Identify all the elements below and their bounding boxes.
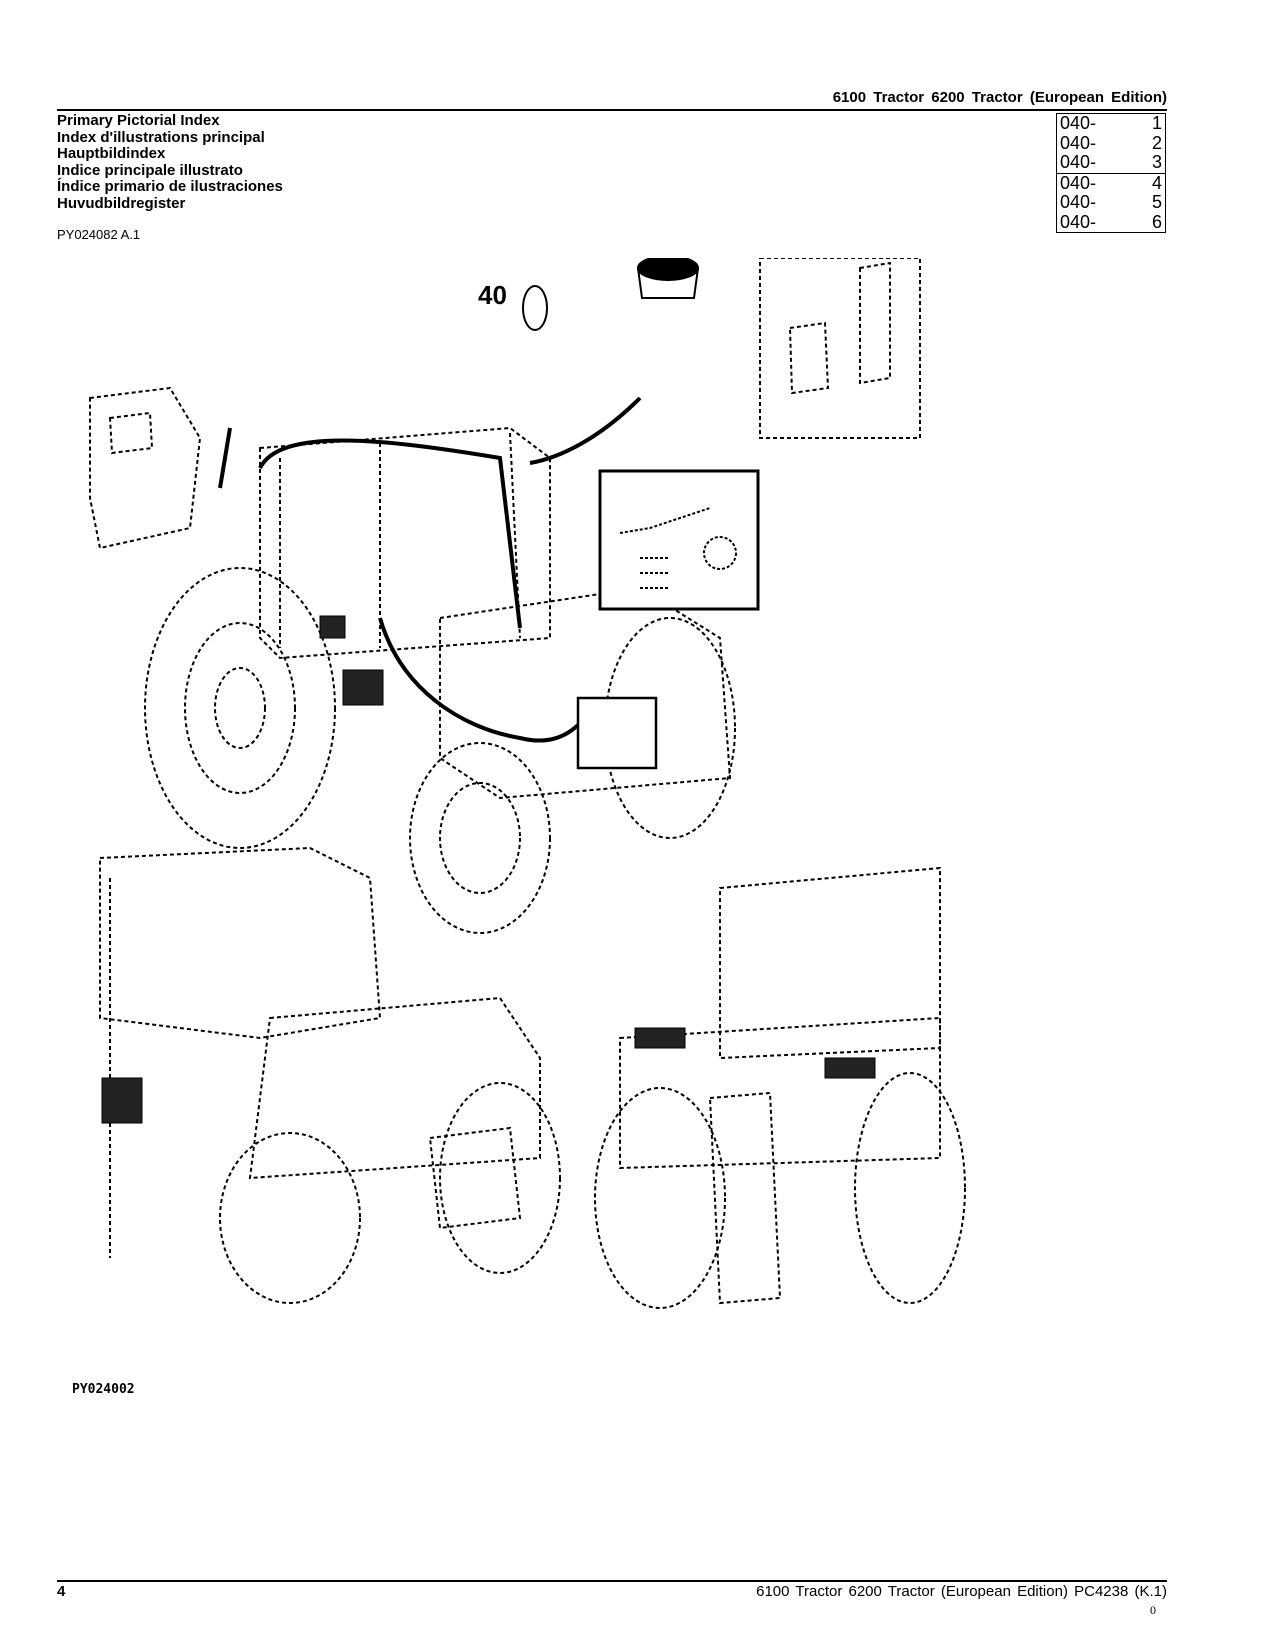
index-ref-number: 6 — [1135, 212, 1166, 233]
title-french: Index d'illustrations principal — [57, 128, 265, 146]
index-ref-prefix: 040- — [1056, 133, 1135, 153]
rear-view-tractor-drawing — [594, 866, 966, 1309]
index-titles: Primary Pictorial Index Index d'illustra… — [57, 112, 283, 212]
index-ref-number: 3 — [1135, 153, 1166, 174]
index-ref-number: 1 — [1135, 113, 1166, 134]
title-german: Hauptbildindex — [57, 145, 166, 162]
title-english: Primary Pictorial Index — [57, 112, 220, 129]
index-ref-number: 4 — [1135, 172, 1166, 193]
index-ref-prefix: 040- — [1056, 212, 1135, 233]
work-light-block — [824, 1057, 876, 1079]
title-spanish: Índice primario de ilustraciones — [57, 178, 283, 195]
control-panel-detail — [89, 386, 202, 550]
connector-kit-inset — [598, 469, 760, 611]
footer-mark: 0 — [1150, 1603, 1156, 1617]
index-ref-prefix: 040- — [1056, 113, 1135, 134]
work-light-block — [634, 1027, 686, 1049]
title-italian: Indice principale illustrato — [57, 161, 243, 179]
figure-number: 40 — [478, 280, 507, 310]
beacon-light-drawing — [522, 258, 699, 331]
figure-id: PY024002 — [72, 1382, 135, 1397]
relay-block — [319, 615, 346, 639]
battery-icon — [576, 696, 658, 770]
page-number: 4 — [57, 1583, 66, 1600]
index-ref-row[interactable]: 040-2 — [1056, 133, 1166, 153]
index-reference-box: 040-1 040-2 040-3 040-4 040-5 040-6 — [1056, 113, 1166, 243]
header-divider — [57, 109, 1167, 111]
fuse-box-block — [101, 1077, 143, 1124]
front-view-tractor-drawing — [99, 846, 561, 1304]
inset-detail-drawing — [759, 258, 921, 439]
main-tractor-drawing — [144, 426, 736, 934]
index-ref-prefix: 040- — [1056, 153, 1135, 174]
index-ref-prefix: 040- — [1056, 193, 1135, 213]
document-id: PY024082 A.1 — [57, 227, 141, 242]
index-ref-prefix: 040- — [1056, 172, 1135, 193]
footer-text: 6100 Tractor 6200 Tractor (European Edit… — [756, 1583, 1167, 1600]
index-ref-row[interactable]: 040-6 — [1056, 212, 1166, 233]
control-module-block — [342, 669, 384, 706]
index-ref-number: 5 — [1135, 193, 1166, 213]
index-ref-row[interactable]: 040-1 — [1056, 113, 1166, 134]
footer-divider — [57, 1580, 1167, 1582]
tractor-illustration — [89, 258, 966, 1309]
index-ref-number: 2 — [1135, 133, 1166, 153]
title-swedish: Huvudbildregister — [57, 194, 186, 212]
index-ref-row[interactable]: 040-5 — [1056, 193, 1166, 213]
index-reference-table: 040-1 040-2 040-3 040-4 040-5 040-6 — [1056, 113, 1166, 233]
index-ref-row[interactable]: 040-3 — [1056, 153, 1166, 174]
index-ref-row[interactable]: 040-4 — [1056, 172, 1166, 193]
page-header-title: 6100 Tractor 6200 Tractor (European Edit… — [832, 89, 1167, 106]
